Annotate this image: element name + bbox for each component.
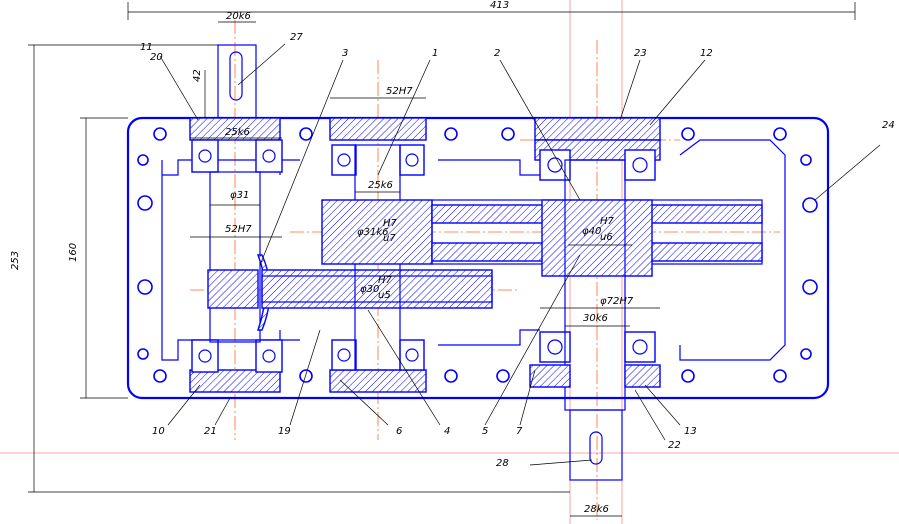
dim-bore-right-72: φ72H7 — [600, 296, 634, 307]
dim-d31: φ31 — [230, 190, 249, 201]
dimension-lines — [28, 2, 856, 517]
part-label-5: 5 — [482, 426, 488, 437]
dim-bore-left-top: 25k6 — [225, 127, 250, 138]
dim-fit-30-den: u5 — [378, 290, 391, 301]
part-label-6: 6 — [396, 426, 402, 437]
part-label-4: 4 — [444, 426, 450, 437]
part-label-22: 22 — [668, 440, 681, 451]
part-label-10: 10 — [152, 426, 165, 437]
dim-fit-40-den: u6 — [600, 232, 613, 243]
dim-fit-31: φ31k6 — [357, 227, 388, 238]
dim-bore-mid-25: 25k6 — [368, 180, 393, 191]
dim-shaft-top: 20k6 — [226, 11, 251, 22]
part-label-23: 23 — [634, 48, 647, 59]
dim-shaft-bottom: 28k6 — [584, 504, 609, 515]
dim-fit-40: φ40 — [582, 226, 601, 237]
dim-bore-mid-52: 52H7 — [386, 86, 413, 97]
bolt-holes — [137, 127, 818, 383]
dim-11: 11 — [140, 42, 153, 53]
part-label-28: 28 — [496, 458, 509, 469]
part-label-3: 3 — [342, 48, 348, 59]
part-label-27: 27 — [290, 32, 303, 43]
dim-total-width: 413 — [490, 0, 509, 11]
housing — [126, 116, 830, 400]
part-label-24: 24 — [882, 120, 895, 131]
dim-bore-right-30: 30k6 — [583, 313, 608, 324]
part-label-2: 2 — [494, 48, 500, 59]
part-label-13: 13 — [684, 426, 697, 437]
dim-fit-30: φ30 — [360, 284, 379, 295]
dim-shaft-top-length: 42 — [192, 69, 203, 82]
dim-fit-31-num: H7 — [383, 218, 398, 229]
dim-fit-31-den: u7 — [383, 233, 396, 244]
dim-fit-30-num: H7 — [378, 275, 393, 286]
dim-fit-40-num: H7 — [600, 216, 615, 227]
dim-total-height: 253 — [10, 251, 21, 270]
dim-bore-left-52: 52H7 — [225, 224, 252, 235]
part-label-12: 12 — [700, 48, 713, 59]
output-shaft-assembly — [529, 117, 661, 481]
part-label-20: 20 — [150, 52, 163, 63]
input-shaft-assembly — [189, 44, 493, 393]
part-label-21: 21 — [204, 426, 217, 437]
part-label-1: 1 — [432, 48, 438, 59]
part-label-7: 7 — [516, 426, 523, 437]
dim-height-160: 160 — [68, 243, 79, 262]
leader-lines — [159, 43, 881, 466]
part-label-19: 19 — [278, 426, 291, 437]
